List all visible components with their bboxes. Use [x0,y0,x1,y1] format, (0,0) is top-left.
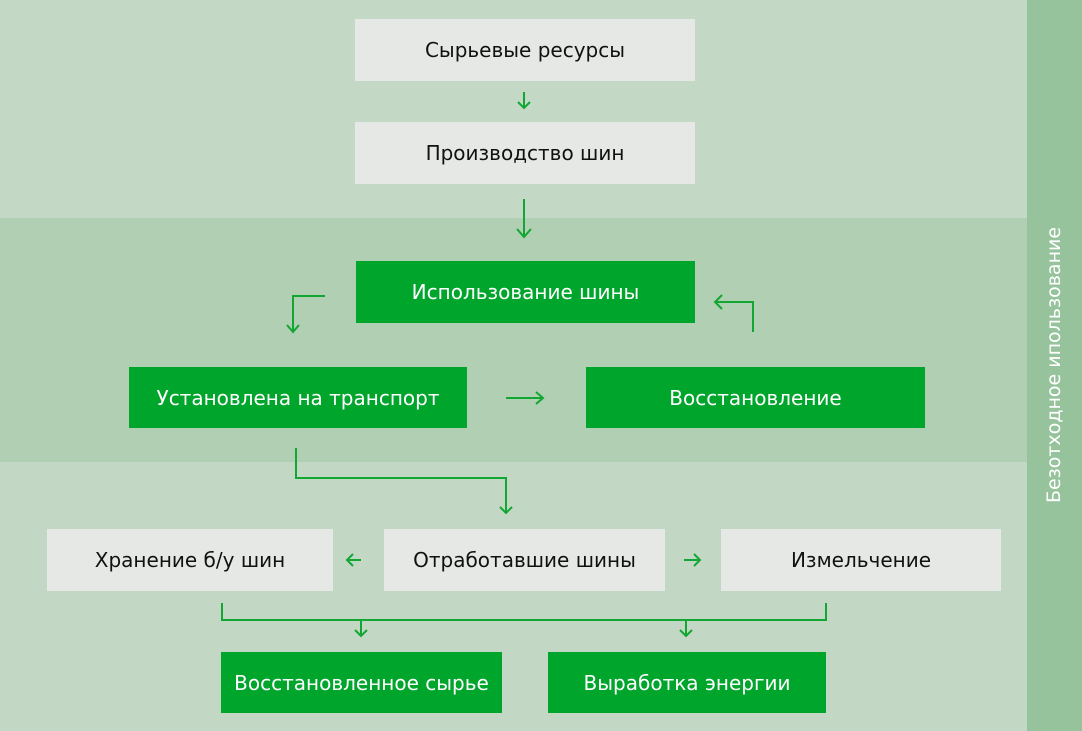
node-used-tire-storage: Хранение б/у шин [47,529,333,591]
node-worn-tires: Отработавшие шины [384,529,665,591]
stage-band-disposal [0,462,1027,731]
node-recovered-raw-material: Восстановленное сырье [221,652,502,713]
node-label: Отработавшие шины [413,548,636,572]
node-shredding: Измельчение [721,529,1001,591]
node-label: Восстановление [669,385,842,410]
node-label: Измельчение [790,548,932,572]
node-label: Установлена на транспорт [156,385,440,410]
node-label: Использование шины [411,280,640,304]
node-label: Хранение б/у шин [94,548,286,572]
node-label: Производство шин [425,141,625,165]
node-restoration: Восстановление [586,367,925,428]
sidebar: Безотходное ипользование [1027,0,1082,731]
node-installed-on-transport: Установлена на транспорт [129,367,467,428]
node-label: Восстановленное сырье [234,670,489,695]
node-tire-production: Производство шин [355,122,695,184]
sidebar-label: Безотходное ипользование [1043,226,1065,504]
node-label: Сырьевые ресурсы [424,38,626,62]
node-tire-usage: Использование шины [356,261,695,323]
node-label: Выработка энергии [583,670,791,695]
node-raw-resources: Сырьевые ресурсы [355,19,695,81]
node-energy-generation: Выработка энергии [548,652,826,713]
